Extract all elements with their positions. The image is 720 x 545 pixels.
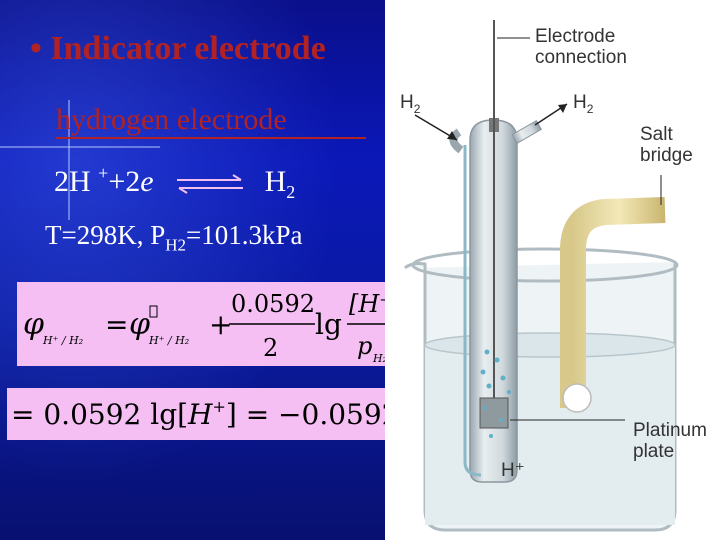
ph-formula-h: H [187, 398, 213, 431]
ph-formula-a: = 0.0592 lg[ [11, 398, 188, 431]
label-h2-in: H2 [400, 92, 421, 116]
h2-inlet-tube [449, 128, 464, 154]
conc-denominator: p [357, 332, 372, 360]
platinum-plate [479, 397, 509, 429]
equals-1: = [105, 308, 128, 341]
h2-bubbles [480, 349, 511, 438]
reaction-product: H [264, 165, 287, 198]
ph-formula-box: = 0.0592 lg[H+] = −0.0592 pH [7, 388, 451, 440]
reaction-reactant: 2H [54, 165, 99, 198]
conc-denominator-sub: H₂ [372, 352, 387, 365]
standard-state-icon [149, 305, 158, 318]
label-h2-out: H2 [573, 92, 594, 116]
label-electrode-connection: Electrode connection [535, 26, 627, 68]
phi-rhs: φ [129, 307, 150, 342]
salt-bridge-tube [560, 197, 666, 408]
equilibrium-arrow-icon [177, 174, 244, 194]
porous-plug [562, 383, 592, 413]
reaction-product-sub: 2 [286, 182, 296, 202]
phi-lhs: φ [23, 307, 44, 342]
conditions-sub: H2 [165, 235, 187, 255]
conditions: T=298K, PH2=101.3kPa [45, 220, 303, 255]
slide-title: • Indicator electrode [30, 30, 326, 67]
decor-cross-horizontal [0, 146, 160, 148]
hydrogen-electrode-diagram: Electrode connection H2 H2 Salt bridge P… [385, 0, 720, 540]
solution [425, 345, 675, 525]
nernst-formula: φ H⁺ / H₂ = φ H⁺ / H₂ + 0.0592 2 lg [H⁺]… [23, 289, 409, 365]
conditions-b: =101.3kPa [186, 220, 303, 250]
apparatus-illustration [403, 20, 679, 532]
coef-denominator: 2 [263, 334, 278, 362]
phi-lhs-sub: H⁺ / H₂ [42, 334, 83, 347]
label-salt-bridge: Salt bridge [640, 124, 693, 166]
plus-sign: + [209, 308, 232, 341]
slide-subtitle: hydrogen electrode [56, 103, 366, 139]
reaction-electron-coef: +2 [108, 165, 141, 198]
subtitle-text: hydrogen electrode [56, 103, 287, 136]
ph-formula: = 0.0592 lg[H+] = −0.0592 pH [11, 397, 451, 431]
conditions-a: T=298K, P [45, 220, 166, 250]
reaction-electron: e [140, 165, 154, 198]
inlet-line [463, 145, 482, 477]
h2-outlet-tube [511, 119, 543, 145]
log-symbol: lg [315, 308, 342, 341]
reaction-charge: + [98, 163, 109, 183]
half-reaction: 2H ++2e H2 [54, 163, 296, 203]
label-h-plus: H⁺ [501, 460, 525, 481]
label-platinum-plate: Platinum plate [633, 420, 707, 462]
decor-cross-vertical [68, 100, 70, 220]
svg-text:= 0.0592 lg[H+] = −0.0592 pH: = 0.0592 lg[H+] = −0.0592 pH [11, 397, 427, 431]
phi-rhs-sub: H⁺ / H₂ [148, 334, 189, 347]
coef-numerator: 0.0592 [231, 290, 315, 318]
ph-formula-sup: + [212, 397, 225, 416]
ph-formula-b: ] = −0.0592 [226, 398, 409, 431]
slide-background [0, 0, 385, 540]
subtitle-underline [56, 137, 366, 139]
nernst-formula-box: φ H⁺ / H₂ = φ H⁺ / H₂ + 0.0592 2 lg [H⁺]… [17, 282, 412, 366]
